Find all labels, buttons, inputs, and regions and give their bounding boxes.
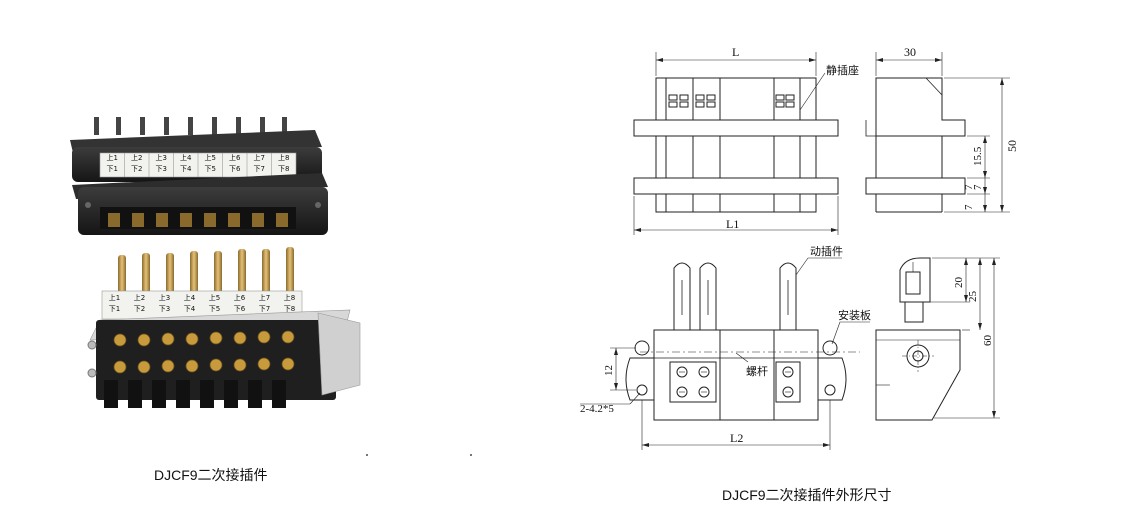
dim-7c: 7 [963,204,975,210]
dimension-drawing-svg: L L1 30 L2 2-4.2*5 50 15.5 7 7 7 20 25 6… [580,45,1019,450]
dim-L1: L1 [726,217,739,231]
socket-label-cells [124,153,272,177]
label-mount-plate: 安装板 [838,308,871,322]
dim-7b: 7 [963,184,975,190]
socket-front-view [633,52,839,235]
plug-side-view [875,257,1000,421]
dim-30: 30 [904,45,916,59]
dim-L2: L2 [730,431,743,445]
socket-top-pins [94,117,287,135]
label-static-socket: 静插座 [826,63,859,77]
dim-15-5: 15.5 [972,146,984,166]
socket-side-view [865,52,1010,213]
dim-50: 50 [1005,140,1019,152]
dim-holes: 2-4.2*5 [580,403,614,415]
drawing-caption: DJCF9二次接插件外形尺寸 [722,487,892,503]
dim-12: 12 [603,365,615,376]
stray-dot [470,454,472,456]
dim-25: 25 [967,291,979,303]
label-moving-plug: 动插件 [810,244,843,258]
stray-dot [366,454,368,456]
label-screw-rod: 螺杆 [746,364,768,378]
dim-60: 60 [982,335,994,347]
dim-7a: 7 [972,184,984,190]
dimension-drawing: L L1 30 L2 2-4.2*5 50 15.5 7 7 7 20 25 6… [570,40,1040,460]
moving-plug-photo [87,247,361,408]
terminal-screws [113,330,295,374]
plug-blades [118,247,294,301]
dim-L: L [732,45,739,59]
static-socket-photo [70,117,328,235]
photo-caption: DJCF9二次接插件 [154,467,268,483]
connector-illustration [70,117,361,408]
dim-20: 20 [953,277,965,289]
plug-front-view [580,257,870,450]
